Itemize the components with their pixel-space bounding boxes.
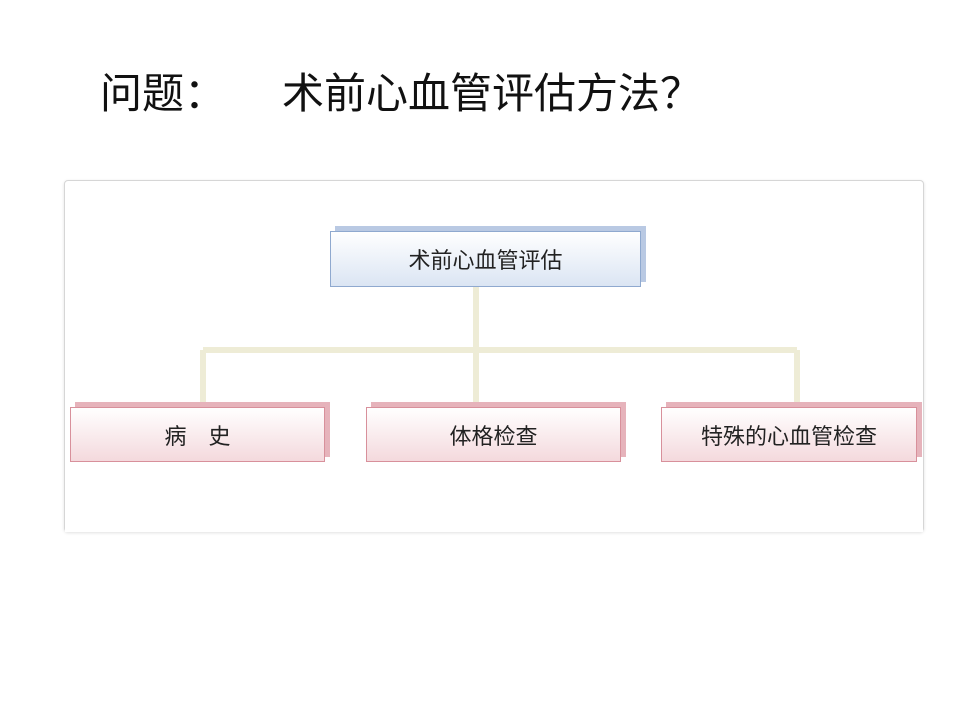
- title-label: 问题：: [100, 69, 227, 118]
- page-title: 问题： 术前心血管评估方法？: [100, 66, 702, 122]
- child-node-physical-exam: 体格检查: [366, 407, 621, 462]
- child-node-special-tests-label: 特殊的心血管检查: [700, 424, 877, 450]
- root-node: 术前心血管评估: [330, 231, 641, 287]
- child-node-history: 病 史: [70, 407, 325, 462]
- root-node-label: 术前心血管评估: [408, 249, 563, 274]
- child-node-special-tests: 特殊的心血管检查: [661, 407, 917, 462]
- child-node-physical-exam-label: 体格检查: [449, 424, 538, 450]
- child-node-history-label: 病 史: [164, 424, 231, 450]
- title-question: 术前心血管评估方法？: [282, 69, 703, 118]
